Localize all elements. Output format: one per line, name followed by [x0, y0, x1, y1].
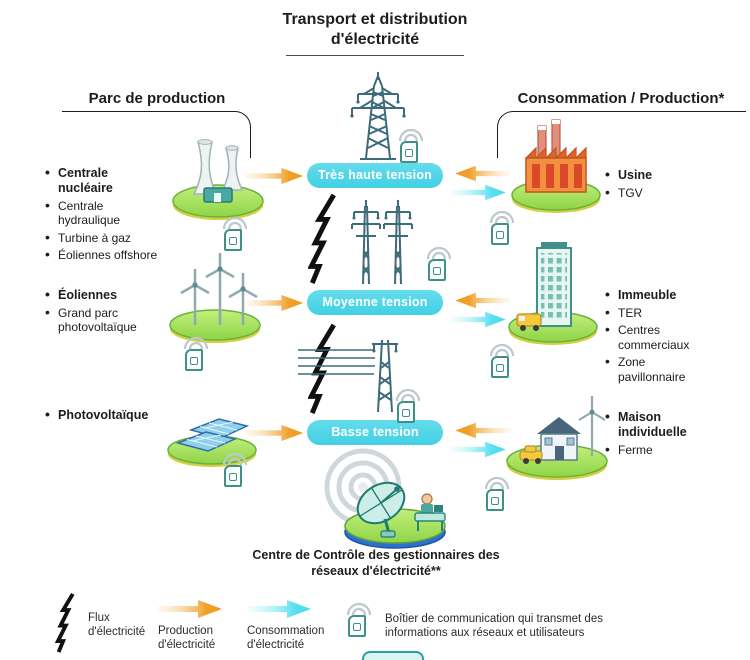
consumption-list-3: Maison individuelle Ferme [605, 408, 700, 460]
production-arrow-icon [455, 165, 511, 182]
wind-turbine-icon [169, 253, 261, 343]
nuclear-plant-icon [172, 139, 264, 220]
comm-box-icon [393, 386, 423, 426]
production-item-eoliennes: Éoliennes [45, 286, 157, 303]
consumption-item-ter: TER [605, 304, 703, 321]
comm-box-icon [396, 126, 426, 166]
cutoff-box [362, 651, 424, 660]
production-arrow-icon [245, 294, 304, 312]
consumption-item-usine: Usine [605, 166, 705, 183]
production-item-grand-parc-photovoltaique: Grand parc photovoltaïque [45, 304, 157, 335]
production-item-centrale-hydraulique: Centrale hydraulique [45, 197, 133, 228]
lightning-icon [308, 193, 336, 284]
comm-box-icon [487, 341, 517, 381]
page-title: Transport et distribution d'électricité [270, 10, 480, 56]
power-pole-icon [298, 339, 398, 413]
comm-box-icon [220, 450, 250, 490]
production-item-centrale-nucleaire: Centrale nucléaire [45, 164, 165, 196]
consumption-arrow-icon [450, 441, 506, 458]
production-column-header: Parc de production [88, 90, 226, 107]
production-list-3: Photovoltaïque [45, 406, 165, 426]
legend-consumption-label: Consommation d'électricité [247, 625, 325, 652]
production-item-eoliennes-offshore: Éoliennes offshore [45, 246, 165, 263]
legend-comm-box-label: Boîtier de communication qui transmet de… [385, 613, 603, 640]
consumption-column-header: Consommation / Production* [517, 90, 725, 107]
transmission-tower-icon [350, 72, 406, 160]
production-arrow-icon [455, 292, 511, 309]
consumption-item-tgv: TGV [605, 184, 705, 201]
voltage-label-tres-haute-tension: Très haute tension [307, 163, 443, 188]
consumption-list-2: Immeuble TER Centres commerciaux Zone pa… [605, 286, 703, 387]
consumption-arrow-icon [247, 600, 311, 618]
production-list-2: Éoliennes Grand parc photovoltaïque [45, 286, 157, 338]
production-arrow-icon [455, 422, 511, 439]
production-bracket [62, 111, 251, 158]
legend-flux-label: Flux d'électricité [88, 612, 146, 639]
comm-box-icon [424, 244, 454, 284]
house-icon [506, 396, 608, 480]
consumption-item-centres-commerciaux: Centres commerciaux [605, 321, 703, 352]
voltage-label-moyenne-tension: Moyenne tension [307, 290, 443, 315]
comm-box-icon [220, 214, 250, 254]
page-title-text: Transport et distribution d'électricité [282, 11, 468, 48]
title-underline [286, 55, 464, 56]
production-list-1: Centrale nucléaire Centrale hydraulique … [45, 164, 165, 266]
consumption-list-1: Usine TGV [605, 166, 705, 203]
comm-box-icon [181, 334, 211, 374]
consumption-item-zone-pavillonnaire: Zone pavillonnaire [605, 353, 703, 384]
comm-box-icon [344, 600, 374, 640]
production-arrow-icon [245, 424, 304, 442]
production-arrow-icon [158, 600, 222, 618]
factory-icon [511, 119, 601, 213]
comm-box-icon [482, 474, 512, 514]
control-center-caption: Centre de Contrôle des gestionnaires des… [252, 548, 500, 578]
consumption-arrow-icon [450, 184, 506, 201]
voltage-label-basse-tension: Basse tension [307, 420, 443, 445]
lightning-icon [54, 592, 75, 653]
consumption-arrow-icon [450, 311, 506, 328]
pylon-icon [351, 200, 413, 285]
building-icon [508, 242, 598, 345]
legend-production-label: Production d'électricité [158, 625, 216, 652]
consumption-item-immeuble: Immeuble [605, 286, 703, 303]
production-item-photovoltaique: Photovoltaïque [45, 406, 165, 423]
consumption-item-ferme: Ferme [605, 441, 700, 458]
consumption-item-maison-individuelle: Maison individuelle [605, 408, 700, 440]
consumption-bracket [497, 111, 746, 158]
production-arrow-icon [245, 167, 304, 185]
production-item-turbine-a-gaz: Turbine à gaz [45, 229, 165, 246]
control-center-icon [324, 448, 446, 549]
comm-box-icon [487, 208, 517, 248]
solar-panel-icon [167, 418, 257, 467]
